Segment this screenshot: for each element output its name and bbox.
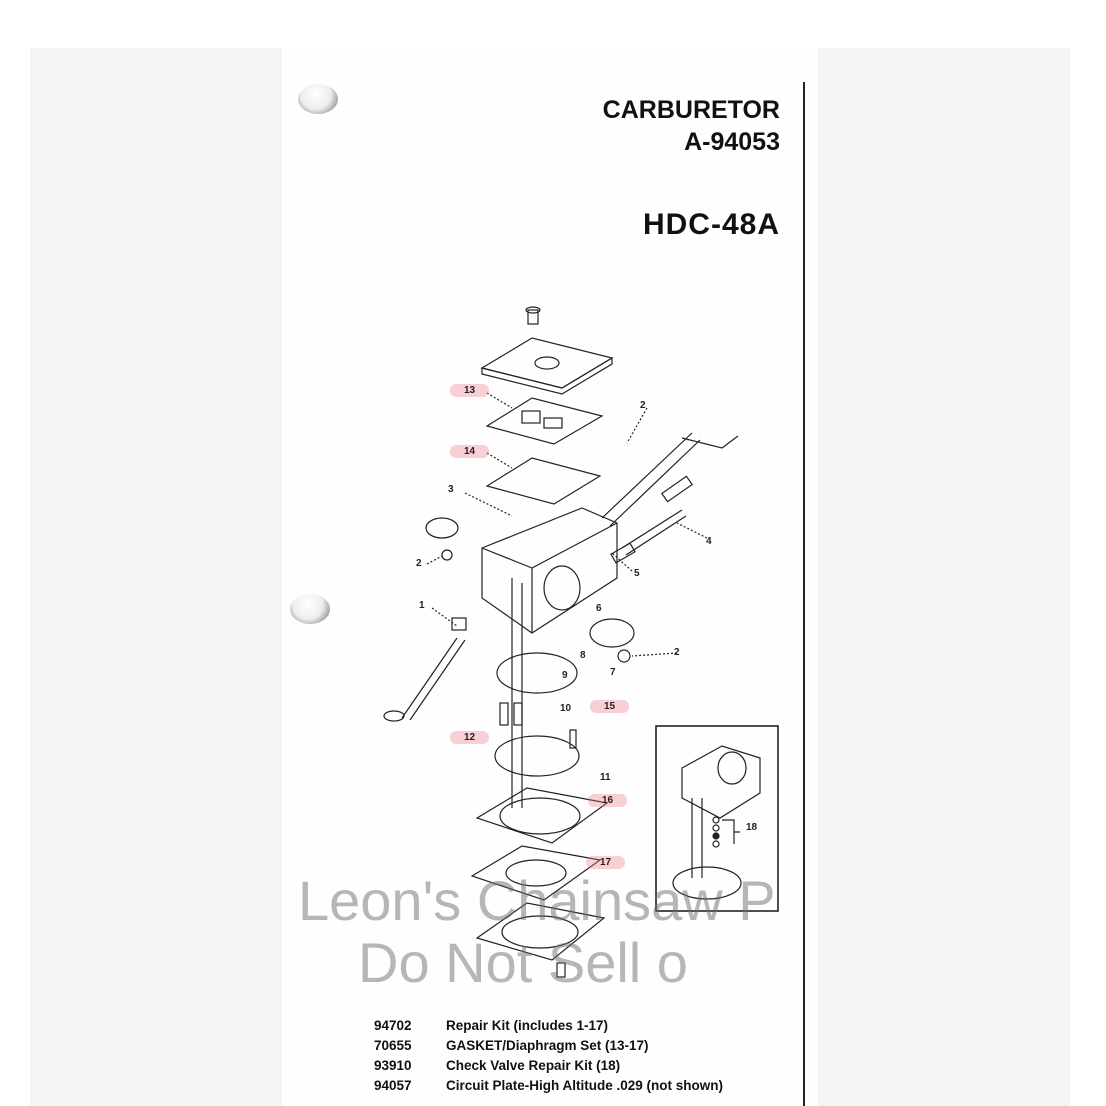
part-number: 94057 bbox=[374, 1078, 412, 1093]
callout-8: 8 bbox=[580, 650, 586, 661]
callout-2: 2 bbox=[640, 400, 646, 411]
margin-rule bbox=[803, 82, 805, 1106]
callout-2: 2 bbox=[416, 558, 422, 569]
callout-10: 10 bbox=[560, 703, 572, 714]
part-description: Circuit Plate-High Altitude .029 (not sh… bbox=[446, 1078, 724, 1093]
watermark: Leon's Chainsaw P Do Not Sell o bbox=[298, 870, 776, 994]
model-number: HDC-48A bbox=[642, 208, 780, 241]
gasket-16 bbox=[475, 787, 609, 844]
callout-1: 1 bbox=[419, 600, 425, 611]
screw-part bbox=[525, 306, 541, 325]
parts-row: 94702 Repair Kit (includes 1-17) bbox=[374, 1018, 723, 1038]
callout-9: 9 bbox=[562, 670, 568, 681]
parts-list: 94702 Repair Kit (includes 1-17) 70655 GAS… bbox=[374, 1018, 723, 1098]
callout-16: 16 bbox=[588, 794, 628, 807]
callout-7: 7 bbox=[610, 667, 616, 678]
binder-hole bbox=[290, 594, 330, 624]
callout-17: 17 bbox=[586, 856, 626, 869]
carb-body bbox=[481, 507, 618, 634]
part-description: Repair Kit (includes 1-17) bbox=[446, 1018, 609, 1033]
bottom-cover bbox=[475, 902, 606, 961]
callout-6: 6 bbox=[596, 603, 602, 614]
parts-row: 94057 Circuit Plate-High Altitude .029 (n… bbox=[374, 1078, 723, 1098]
part-description: GASKET/Diaphragm Set (13-17) bbox=[446, 1038, 649, 1053]
callout-2: 2 bbox=[674, 647, 680, 658]
watermark-line: Leon's Chainsaw P bbox=[298, 869, 776, 932]
callout-3: 3 bbox=[448, 484, 454, 495]
callout-18: 18 bbox=[746, 822, 758, 833]
callout-12: 12 bbox=[450, 731, 490, 744]
callout-5: 5 bbox=[634, 568, 640, 579]
exploded-diagram bbox=[383, 306, 779, 978]
callout-14: 14 bbox=[450, 445, 490, 458]
gasket-part bbox=[485, 397, 604, 445]
watermark-line: Do Not Sell o bbox=[358, 931, 688, 994]
callout-11: 11 bbox=[600, 772, 611, 783]
document-page: CARBURETOR A-94053 HDC-48A bbox=[282, 48, 818, 1106]
part-number: 70655 bbox=[374, 1038, 412, 1053]
doc-title: CARBURETOR bbox=[602, 96, 780, 124]
parts-row: 93910 Check Valve Repair Kit (18) bbox=[374, 1058, 723, 1078]
part-number: 94702 bbox=[374, 1018, 412, 1033]
callout-13: 13 bbox=[450, 384, 490, 397]
parts-row: 70655 GASKET/Diaphragm Set (13-17) bbox=[374, 1038, 723, 1058]
part-description: Check Valve Repair Kit (18) bbox=[446, 1058, 621, 1073]
diaphragm-17 bbox=[470, 845, 602, 901]
circuit-plate bbox=[496, 652, 578, 694]
cover-part bbox=[480, 337, 614, 389]
binder-hole bbox=[298, 84, 338, 114]
callout-4: 4 bbox=[706, 536, 712, 547]
inset-box bbox=[655, 725, 779, 912]
diaphragm-part bbox=[485, 457, 602, 505]
callout-15: 15 bbox=[590, 700, 630, 713]
part-number: A-94053 bbox=[684, 128, 780, 156]
part-number: 93910 bbox=[374, 1058, 412, 1073]
